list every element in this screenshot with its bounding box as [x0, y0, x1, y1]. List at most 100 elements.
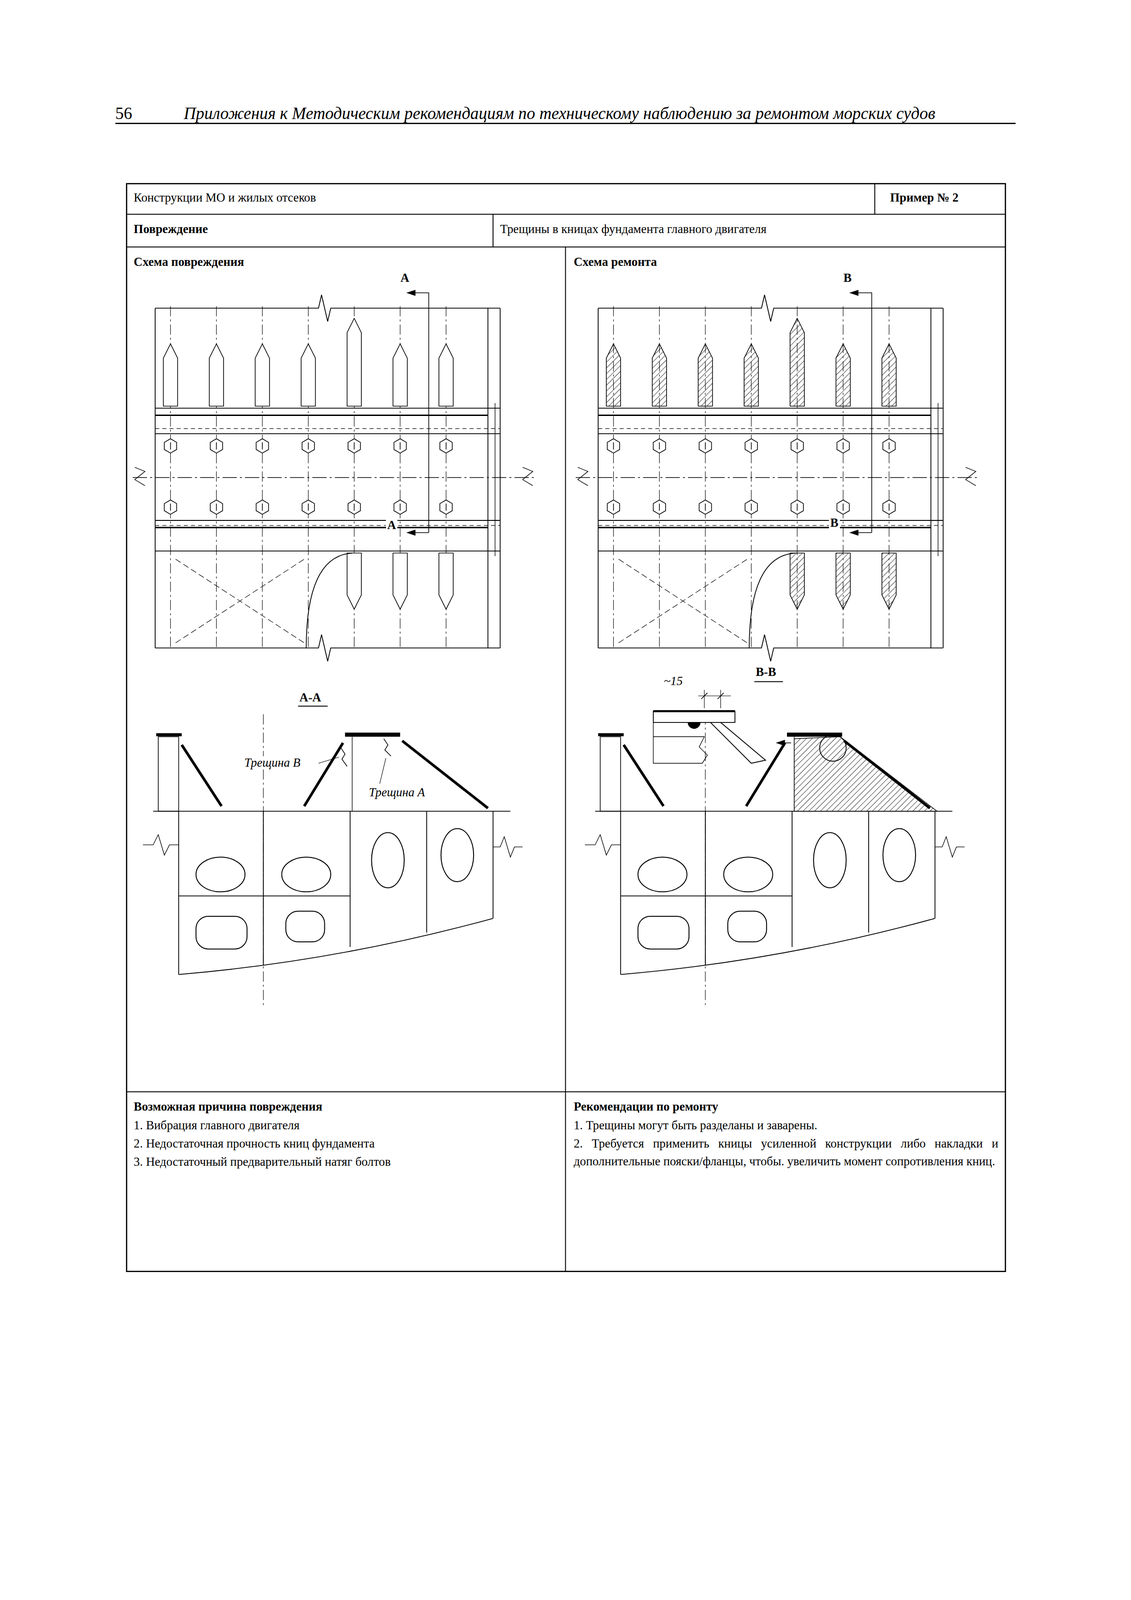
break-mark [142, 834, 179, 856]
lightening-hole [727, 911, 767, 943]
bolt-symbol [888, 442, 890, 450]
break-mark [577, 467, 588, 486]
bolt-symbol [704, 442, 706, 450]
list-item: 2. Недостаточная прочность книц фундамен… [133, 1135, 375, 1153]
bracket-section [304, 743, 344, 807]
table-cell: Повреждение [133, 220, 209, 239]
bolt-symbol [445, 503, 447, 511]
section-title: В-В [754, 665, 778, 679]
girder-band [598, 525, 944, 527]
bolt-symbol [797, 503, 798, 511]
girder-band [598, 520, 944, 522]
lightening-hole [196, 857, 245, 892]
table-rule [126, 1091, 1006, 1093]
bracket-plan [835, 343, 850, 407]
bracket-plan [209, 343, 224, 407]
bolt-symbol [307, 503, 309, 511]
center-line [575, 477, 980, 478]
bracket-plan [392, 553, 407, 610]
bolt-symbol [210, 438, 223, 454]
bolt-symbol [791, 438, 804, 454]
girder-band [598, 526, 931, 529]
plan-outline [597, 308, 599, 649]
plan-outline [154, 308, 156, 649]
girder-band [598, 428, 944, 429]
hidden-line [175, 559, 305, 643]
plan-outline [942, 308, 944, 649]
list-item: 1. Вибрация главного двигателя [133, 1116, 300, 1135]
bracket-plan [606, 343, 621, 407]
section-mark: В [828, 516, 840, 530]
arrow-line [785, 742, 792, 744]
arrow-head [775, 740, 785, 746]
table-rule [874, 183, 876, 215]
bolt-symbol [653, 500, 666, 515]
table-rule [126, 246, 1006, 248]
reinforcement-hatch [794, 736, 938, 812]
bolt-symbol [210, 500, 223, 515]
lightening-hole [371, 833, 405, 889]
lightening-hole [281, 857, 331, 892]
bracket-section [181, 745, 222, 807]
section-line [856, 532, 872, 534]
bolt-symbol [399, 442, 401, 450]
damage-plan-view [132, 289, 537, 662]
bolt-symbol [302, 500, 315, 515]
dimension-line [720, 689, 721, 709]
bracket-section [844, 740, 930, 809]
bracket-plan [881, 343, 897, 407]
lightening-hole [637, 916, 689, 950]
bolt-symbol [791, 500, 804, 515]
bracket-plan [835, 553, 850, 610]
bolt-symbol [882, 438, 896, 454]
girder-band [155, 550, 501, 552]
bolt-symbol [170, 442, 172, 450]
bracket-plan [698, 343, 713, 407]
section-mark: В [842, 271, 854, 285]
girder-band [598, 550, 944, 552]
plan-outline [499, 308, 501, 649]
bracket-plan [438, 553, 454, 610]
bolt-symbol [348, 500, 361, 515]
lightening-hole [196, 916, 248, 950]
plan-outline [155, 635, 501, 662]
bolt-symbol [607, 438, 620, 454]
arrow-head [849, 529, 859, 536]
floor-web [934, 811, 936, 919]
bracket-plan [392, 343, 407, 407]
table-cell: Рекомендации по ремонту [573, 1098, 719, 1116]
running-header: Приложения к Методическим рекомендациям … [183, 101, 936, 126]
title-underline [754, 681, 783, 683]
bolt-symbol [445, 442, 447, 450]
plate-edge [749, 553, 796, 649]
hidden-line [618, 559, 748, 643]
weld-detail [653, 689, 766, 764]
bracket-plan [881, 553, 897, 610]
bolt-symbol [750, 442, 752, 450]
girder-band [155, 414, 488, 417]
section-mark: А [385, 518, 398, 532]
plan-outline [930, 308, 932, 649]
crack-label: Трещина А [367, 786, 427, 800]
bracket-section [623, 745, 664, 807]
bolt-symbol [216, 442, 218, 450]
bolt-symbol [255, 438, 269, 454]
bolt-symbol [261, 442, 263, 450]
center-line [132, 477, 537, 478]
lightening-hole [441, 828, 475, 882]
table-rule [492, 214, 494, 248]
floor-web [791, 811, 793, 948]
floor-web [492, 811, 494, 919]
bolt-symbol [745, 500, 758, 515]
table-rule [126, 213, 1006, 215]
crack-mark [340, 748, 347, 767]
table-cell: Схема ремонта [573, 253, 657, 272]
girder-band [155, 520, 501, 522]
bracket-plan [301, 343, 316, 407]
bolt-symbol [842, 442, 844, 450]
face-plate [598, 733, 624, 737]
bolt-symbol [882, 500, 896, 515]
break-mark [584, 834, 621, 856]
section-mark: А [399, 271, 411, 285]
